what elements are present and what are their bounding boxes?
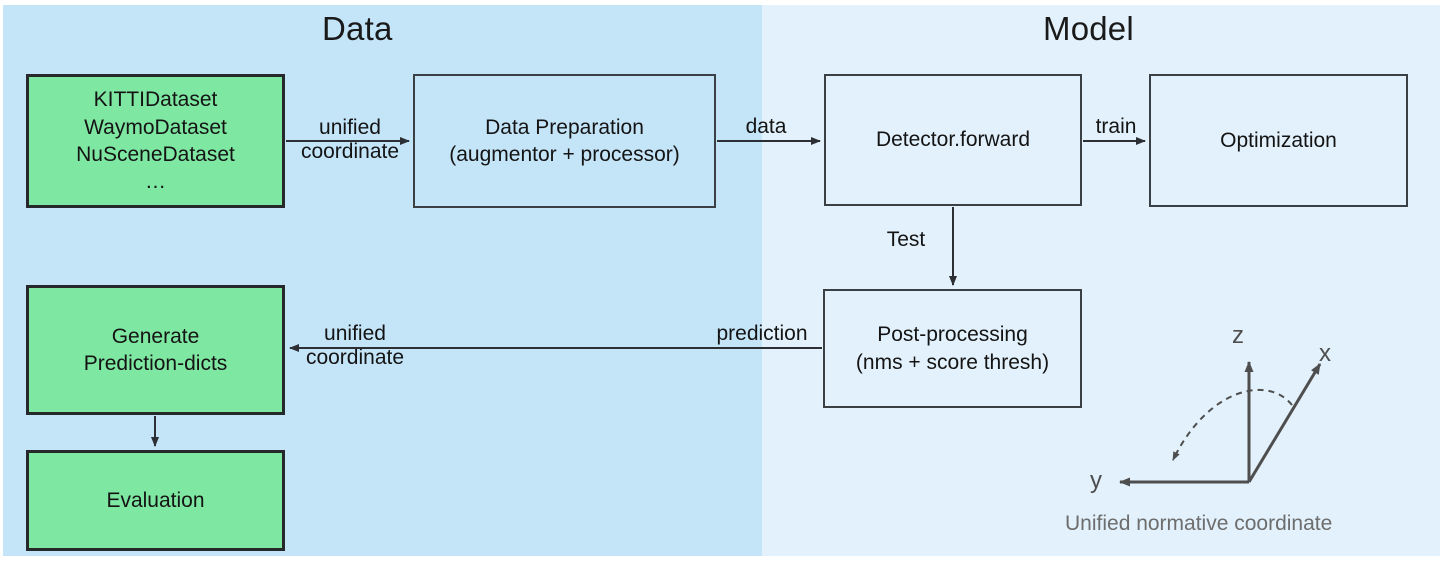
- edge-label-data: data: [745, 115, 787, 138]
- coordinate-frame-caption: Unified normative coordinate: [1065, 512, 1333, 535]
- node-data-preparation[interactable]: Data Preparation (augmentor + processor): [413, 74, 716, 208]
- edge-label-test: Test: [886, 228, 926, 251]
- model-panel: [762, 5, 1440, 556]
- node-generate-prediction-dicts[interactable]: Generate Prediction-dicts: [26, 285, 285, 415]
- edge-label-prediction: prediction: [716, 322, 808, 345]
- node-post-processing[interactable]: Post-processing (nms + score thresh): [823, 289, 1082, 408]
- edge-label-train: train: [1095, 115, 1137, 138]
- axis-label-y: y: [1090, 467, 1102, 494]
- axis-label-z: z: [1232, 322, 1244, 349]
- data-section-title: Data: [322, 10, 393, 47]
- node-detector-forward[interactable]: Detector.forward: [824, 74, 1082, 206]
- node-datasets[interactable]: KITTIDataset WaymoDataset NuSceneDataset…: [26, 74, 285, 208]
- node-evaluation[interactable]: Evaluation: [26, 450, 285, 551]
- node-optimization[interactable]: Optimization: [1149, 74, 1408, 207]
- edge-label-unified-coordinate-bottom: unified coordinate: [305, 322, 405, 370]
- model-section-title: Model: [1043, 10, 1134, 47]
- edge-label-unified-coordinate-top: unified coordinate: [300, 116, 400, 164]
- axis-label-x: x: [1319, 340, 1331, 367]
